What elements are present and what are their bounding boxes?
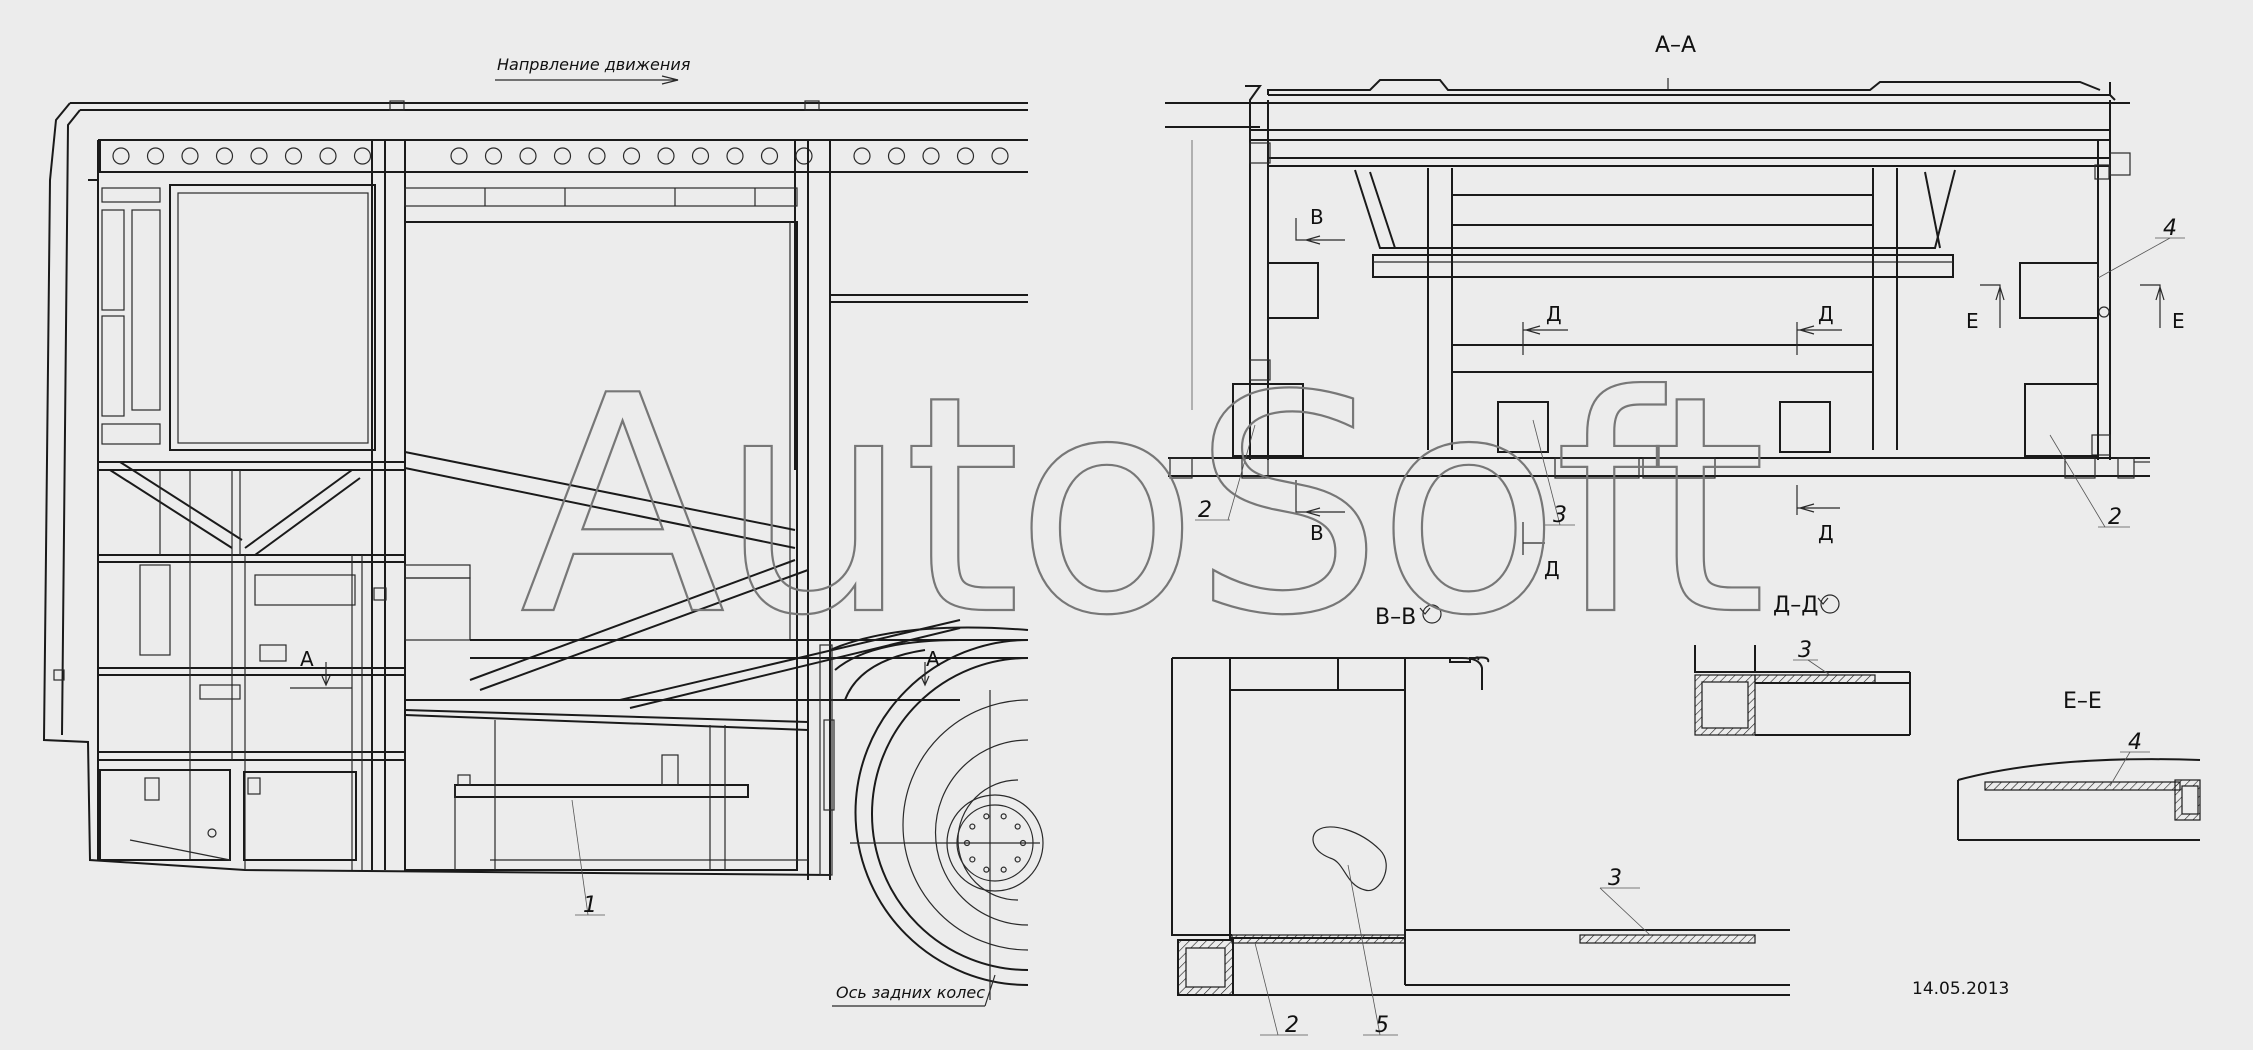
section-vv-title: В–В bbox=[1375, 605, 1416, 630]
section-dd-view: Д–Д 3 bbox=[1694, 593, 1911, 736]
callout-2-left: 2 bbox=[1198, 498, 1212, 523]
rear-axle-label: Ось задних колес bbox=[836, 983, 985, 1002]
cut-v-bottom: В bbox=[1310, 521, 1324, 545]
section-ee-view: Е–Е 4 bbox=[1957, 689, 2201, 841]
porthole bbox=[795, 147, 813, 165]
porthole bbox=[887, 147, 906, 165]
wheel-bolt bbox=[983, 813, 990, 820]
cut-d-left-bottom: Д bbox=[1544, 557, 1560, 581]
wheel-bolt bbox=[1014, 856, 1021, 863]
porthole-row bbox=[99, 140, 1009, 172]
porthole bbox=[691, 147, 710, 165]
porthole bbox=[553, 147, 572, 165]
callout-4-ee: 4 bbox=[2128, 730, 2142, 755]
cut-e-left: Е bbox=[1966, 309, 1979, 333]
porthole bbox=[588, 147, 606, 165]
callout-3-aa: 3 bbox=[1553, 503, 1567, 528]
wheel-bolt bbox=[1000, 813, 1007, 820]
cut-e-right: Е bbox=[2172, 309, 2185, 333]
porthole bbox=[112, 147, 130, 165]
wheel-bolt bbox=[969, 823, 976, 830]
porthole bbox=[146, 147, 165, 165]
callout-2-vv: 2 bbox=[1285, 1013, 1299, 1038]
watermark-logo: AutoSoft bbox=[520, 332, 1761, 681]
wheel-bolt bbox=[1000, 866, 1007, 873]
porthole bbox=[760, 147, 779, 165]
porthole bbox=[853, 147, 871, 165]
callout-3-dd: 3 bbox=[1798, 638, 1812, 663]
porthole bbox=[450, 147, 468, 165]
porthole bbox=[519, 147, 537, 165]
porthole bbox=[956, 147, 975, 165]
callout-2-right: 2 bbox=[2108, 505, 2122, 530]
cut-d-right-top: Д bbox=[1818, 302, 1834, 326]
callout-3-vv: 3 bbox=[1608, 866, 1622, 891]
porthole bbox=[284, 147, 303, 165]
porthole bbox=[250, 147, 268, 165]
porthole bbox=[353, 147, 372, 165]
side-view-frame: Напрвление движения bbox=[42, 55, 1044, 1007]
section-aa-view: А–А bbox=[1165, 33, 2185, 581]
porthole bbox=[726, 147, 744, 165]
porthole bbox=[484, 147, 503, 165]
section-dd-title: Д–Д bbox=[1773, 593, 1818, 618]
porthole bbox=[319, 147, 337, 165]
cut-v-top: В bbox=[1310, 205, 1324, 229]
section-aa-title: А–А bbox=[1655, 33, 1696, 58]
porthole bbox=[622, 147, 641, 165]
porthole bbox=[657, 147, 675, 165]
callout-5: 5 bbox=[1375, 1013, 1389, 1038]
wheel-bolt bbox=[969, 856, 976, 863]
porthole bbox=[181, 147, 199, 165]
wheel-bolt bbox=[983, 866, 990, 873]
porthole bbox=[922, 147, 940, 165]
cut-a-left: А bbox=[300, 647, 314, 671]
wheel-bolt bbox=[1014, 823, 1021, 830]
porthole bbox=[991, 147, 1009, 165]
rear-wheel bbox=[850, 639, 1044, 1000]
callout-1: 1 bbox=[583, 893, 597, 918]
callout-4-top: 4 bbox=[2163, 216, 2177, 241]
date-stamp: 14.05.2013 bbox=[1912, 979, 2009, 999]
cut-a-right: А bbox=[926, 647, 940, 671]
section-vv-view: В–В 2 5 3 bbox=[1171, 604, 1790, 1038]
porthole bbox=[215, 147, 234, 165]
direction-label: Напрвление движения bbox=[497, 55, 691, 74]
cut-d-left-top: Д bbox=[1546, 302, 1562, 326]
section-ee-title: Е–Е bbox=[2063, 689, 2102, 714]
cut-d-right-bottom: Д bbox=[1818, 521, 1834, 545]
